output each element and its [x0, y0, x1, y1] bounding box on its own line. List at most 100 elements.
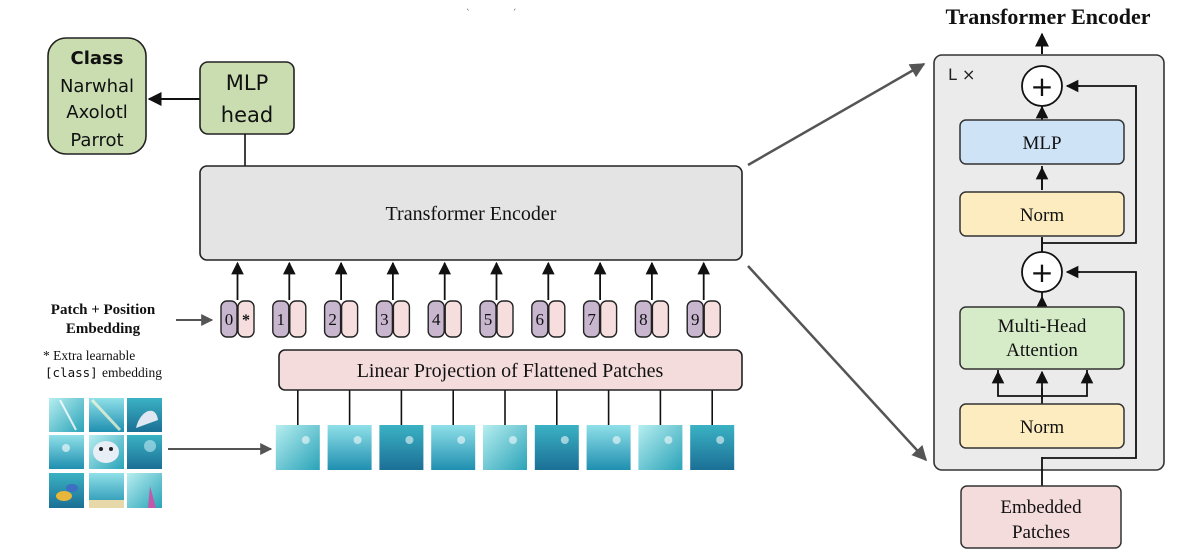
- embedding-label-line2: Embedding: [66, 321, 141, 337]
- token-3: 3: [375, 261, 411, 338]
- mlp-head-line2: head: [221, 103, 273, 127]
- transformer-encoder-label: Transformer Encoder: [386, 203, 557, 225]
- patch-tile: [431, 425, 476, 470]
- token-6: 6: [531, 261, 566, 338]
- image-tile: [49, 435, 84, 469]
- embedding-label-line1: Patch + Position: [51, 302, 156, 318]
- token-index: 1: [277, 310, 286, 329]
- norm-block-bottom: Norm: [959, 403, 1125, 449]
- class-box: Class Narwhal Axolotl Parrot: [47, 37, 147, 155]
- extra-note-line1: * Extra learnable: [43, 348, 135, 363]
- patch-embedding: [444, 300, 462, 338]
- token-9: 9: [686, 261, 721, 338]
- token-index: 5: [484, 310, 493, 329]
- token-1: 1: [272, 261, 307, 338]
- position-embedding: [479, 300, 497, 338]
- attention-line2: Attention: [1006, 340, 1078, 361]
- image-tile: [127, 398, 162, 432]
- zoom-arrow-bottom: [747, 265, 928, 462]
- norm-block-top: Norm: [959, 191, 1125, 237]
- position-embedding: [531, 300, 549, 338]
- mlp-block: MLP: [959, 119, 1125, 165]
- attention-block: Multi-Head Attention: [959, 306, 1125, 370]
- transformer-encoder-box: Transformer Encoder: [199, 165, 743, 261]
- patch-tile: [690, 425, 735, 470]
- token-7: 7: [582, 261, 618, 338]
- token-index: 2: [328, 310, 337, 329]
- position-embedding: [375, 300, 394, 338]
- position-embedding: [323, 300, 342, 338]
- embedded-patches-block: Embedded Patches: [960, 485, 1122, 549]
- image-tile: [89, 398, 124, 432]
- embedded-line2: Patches: [1012, 522, 1070, 543]
- norm-bottom-label: Norm: [1020, 417, 1065, 438]
- patch-tile: [327, 425, 372, 470]
- patch-strip: [275, 425, 735, 470]
- image-tile: [127, 473, 162, 508]
- mlp-label: MLP: [1022, 133, 1061, 154]
- position-embedding: [272, 300, 290, 338]
- patch-embedding: [289, 300, 307, 338]
- mlp-head-box: MLP head: [199, 61, 295, 135]
- patch-embedding: [599, 300, 618, 338]
- patch-tile: [534, 425, 579, 470]
- class-item-2: Axolotl: [66, 102, 128, 123]
- position-embedding: [427, 300, 445, 338]
- token-0: 0*: [220, 261, 255, 338]
- token-index: 3: [380, 310, 389, 329]
- stray-mark: ´: [512, 8, 517, 19]
- linear-projection-label: Linear Projection of Flattened Patches: [357, 360, 664, 382]
- image-tile: [127, 435, 162, 469]
- patch-embedding: [392, 300, 411, 338]
- patch-embedding: [651, 300, 670, 338]
- add-node-bottom: +: [1021, 251, 1063, 293]
- image-tile: [89, 473, 124, 508]
- plus-bottom: +: [1030, 256, 1053, 289]
- mlp-head-line1: MLP: [226, 71, 268, 95]
- position-embedding: [686, 300, 704, 338]
- token-index: 7: [587, 310, 596, 329]
- image-tile: [89, 435, 124, 469]
- patch-embedding: [340, 300, 359, 338]
- patch-embedding: [548, 300, 566, 338]
- position-embedding: [220, 300, 238, 338]
- extra-note-rest: embedding: [102, 365, 162, 380]
- source-image-grid: [49, 398, 162, 508]
- patch-embedding: [496, 300, 514, 338]
- token-2: 2: [323, 261, 359, 338]
- patch-embedding: [703, 300, 721, 338]
- token-index: 9: [691, 310, 700, 329]
- detail-title: Transformer Encoder: [945, 4, 1150, 29]
- add-node-top: +: [1021, 65, 1063, 107]
- patch-tile: [379, 425, 424, 470]
- token-index: 4: [432, 310, 441, 329]
- attention-line1: Multi-Head: [998, 316, 1087, 337]
- patch-tile: [275, 425, 320, 470]
- image-tile: [49, 398, 84, 432]
- class-title: Class: [71, 48, 124, 69]
- image-tile: [49, 473, 84, 508]
- patch-tile: [483, 425, 527, 470]
- class-item-1: Narwhal: [60, 76, 134, 97]
- embedded-line1: Embedded: [1000, 497, 1082, 518]
- position-embedding: [582, 300, 601, 338]
- patch-tile: [586, 425, 631, 470]
- class-token-marker: *: [242, 312, 250, 329]
- token-4: 4: [427, 261, 462, 338]
- stray-mark: `: [466, 8, 471, 19]
- token-8: 8: [634, 261, 670, 338]
- linear-projection-box: Linear Projection of Flattened Patches: [278, 349, 743, 391]
- repeat-label: L ×: [948, 65, 975, 84]
- zoom-arrow-top: [747, 62, 926, 167]
- token-index: 8: [639, 310, 648, 329]
- detail-arrows: [991, 79, 1094, 399]
- patch-embedding: [237, 300, 255, 338]
- token-5: 5: [479, 261, 514, 338]
- token-index: 0: [225, 310, 234, 329]
- patch-tile: [638, 425, 683, 470]
- token-index: 6: [536, 310, 545, 329]
- extra-note-code: [class]: [45, 365, 98, 380]
- position-embedding: [634, 300, 653, 338]
